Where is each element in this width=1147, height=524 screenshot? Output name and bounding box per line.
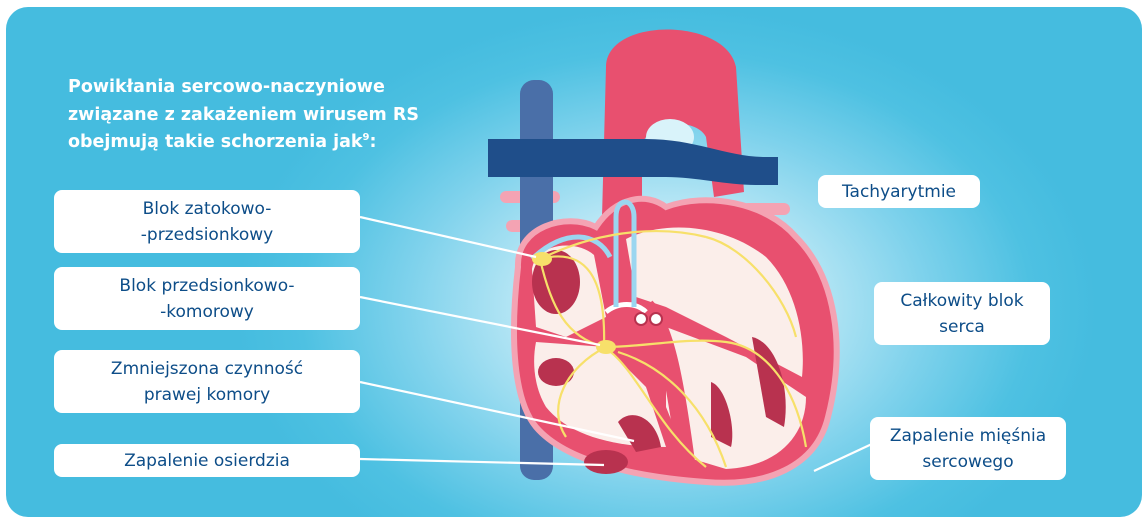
intro-line-3: obejmują takie schorzenia jak9:	[68, 129, 488, 157]
intro-suffix: :	[370, 132, 377, 152]
label-pericarditis-text: Zapalenie osierdzia	[124, 448, 290, 474]
label-rv-line-1: Zmniejszona czynność	[111, 356, 303, 382]
label-sa-block-line-1: Blok zatokowo-	[141, 196, 273, 222]
label-complete-block-line-2: serca	[900, 314, 1023, 340]
label-tachyarrhythmia: Tachyarytmie	[818, 175, 980, 208]
label-sa-block-line-2: -przedsionkowy	[141, 222, 273, 248]
aorta-branch-2	[696, 47, 718, 91]
valve-dark	[538, 358, 574, 386]
label-sa-block: Blok zatokowo--przedsionkowy	[54, 190, 360, 253]
label-av-block: Blok przedsionkowo--komorowy	[54, 267, 360, 330]
intro-text: Powikłania sercowo-naczyniowe związane z…	[68, 74, 488, 157]
pointer-pericarditis	[360, 459, 604, 465]
intro-line-3-text: obejmują takie schorzenia jak	[68, 132, 363, 152]
label-rv-line-2: prawej komory	[111, 382, 303, 408]
valve-node-2	[650, 313, 662, 325]
footnote-marker: 9	[363, 132, 370, 143]
label-myocarditis-line-2: sercowego	[890, 449, 1046, 475]
aorta-branch-1	[609, 57, 633, 99]
ventricle-base-dark	[584, 450, 628, 474]
label-av-block-line-2: -komorowy	[119, 299, 294, 325]
label-myocarditis-line-1: Zapalenie mięśnia	[890, 423, 1046, 449]
intro-line-2: związane z zakażeniem wirusem RS	[68, 102, 488, 130]
diagram-panel: Powikłania sercowo-naczyniowe związane z…	[6, 7, 1142, 517]
intro-line-1: Powikłania sercowo-naczyniowe	[68, 74, 488, 102]
label-complete-block-line-1: Całkowity blok	[900, 288, 1023, 314]
label-tachyarrhythmia-text: Tachyarytmie	[842, 179, 956, 205]
label-av-block-line-1: Blok przedsionkowo-	[119, 273, 294, 299]
av-node	[596, 340, 616, 354]
sa-node	[532, 252, 552, 266]
valve-node-1	[635, 313, 647, 325]
pointer-myocarditis	[814, 443, 874, 471]
label-pericarditis: Zapalenie osierdzia	[54, 444, 360, 477]
